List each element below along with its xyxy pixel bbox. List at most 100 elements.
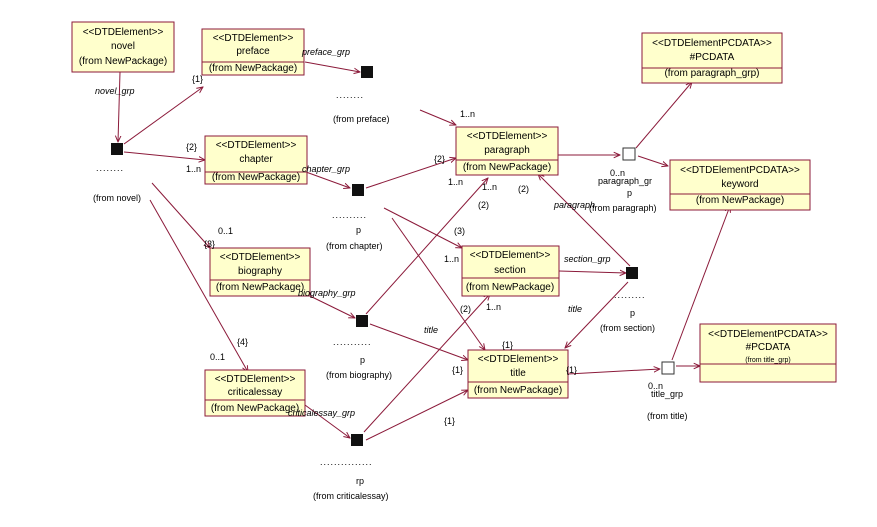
mult-novel-chapter-card: 1..n (186, 164, 201, 174)
novel-grp-from: (from novel) (93, 193, 141, 203)
role-section-paragraph: paragraph (553, 200, 595, 210)
class-pcdata-title-pkg: (from title_grp) (745, 357, 791, 364)
node-chapter-grp[interactable] (352, 184, 364, 196)
class-biography-pkg: (from NewPackage) (216, 282, 304, 293)
class-pcdata-title[interactable]: <<DTDElementPCDATA>> #PCDATA (from title… (699, 323, 837, 383)
class-novel-name: novel (111, 41, 135, 52)
chapter-grp-label: chapter_grp (302, 164, 350, 174)
class-preface-name: preface (236, 46, 270, 57)
mult-titlegrp-card: 0..n (648, 381, 663, 391)
class-keyword-pkg: (from NewPackage) (696, 195, 784, 206)
mult-chapter-paragraph: {2} (434, 154, 445, 164)
paragraph-grp-label: paragraph_gr (598, 176, 652, 186)
class-keyword-stereotype: <<DTDElementPCDATA>> (680, 165, 800, 176)
class-pcdata-title-stereotype: <<DTDElementPCDATA>> (708, 329, 828, 340)
paragraph-grp-from: (from paragraph) (589, 203, 657, 213)
node-biography-grp[interactable] (356, 315, 368, 327)
criticalessay-grp-from: (from criticalessay) (313, 491, 389, 501)
title-grp-from: (from title) (647, 411, 688, 421)
edge-paragraphgrp-to-pcdata (635, 82, 692, 149)
node-paragraph-grp[interactable] (622, 147, 636, 161)
node-title-grp[interactable] (661, 361, 675, 375)
class-preface-stereotype: <<DTDElement>> (213, 33, 294, 44)
mult-criticalessay-title: {1} (444, 416, 455, 426)
class-criticalessay[interactable]: <<DTDElement>> criticalessay (from NewPa… (204, 369, 306, 417)
class-pcdata-paragraph-pkg: (from paragraph_grp) (664, 68, 759, 79)
mult-novel-criticalessay-card: 0..1 (210, 352, 225, 362)
edge-novelgrp-to-chapter (123, 151, 205, 160)
section-grp-from: (from section) (600, 323, 655, 333)
preface-grp-from: (from preface) (333, 114, 390, 124)
class-title[interactable]: <<DTDElement>> title (from NewPackage) (467, 349, 569, 399)
edge-chaptergrp-to-title (391, 217, 485, 350)
mult-criticalessay-section: (2) (460, 304, 471, 314)
mult-preface-paragraph-card: 1..n (460, 109, 475, 119)
connectors (118, 61, 730, 441)
biography-grp-label: biography_grp (298, 288, 356, 298)
chapter-grp-p: p (356, 225, 361, 235)
criticalessay-grp-dots: ............... (320, 457, 373, 467)
class-section-stereotype: <<DTDElement>> (470, 250, 551, 261)
novel-grp-dots: ........ (96, 163, 124, 173)
edge-preface-to-prefacegrp (304, 61, 360, 72)
edge-chaptergrp-to-section (383, 207, 462, 248)
edge-biographygrp-to-paragraph (365, 178, 488, 315)
node-criticalessay-grp[interactable] (351, 434, 363, 446)
edge-novel-to-novelgrp (118, 71, 120, 142)
criticalessay-grp-label: criticalessay_grp (288, 408, 355, 418)
node-section-grp[interactable] (626, 267, 638, 279)
group-labels: novel_grp ........ (from novel) preface_… (93, 47, 688, 501)
section-grp-p: p (630, 308, 635, 318)
class-keyword[interactable]: <<DTDElementPCDATA>> keyword (from NewPa… (669, 159, 811, 211)
class-pcdata-paragraph-name: #PCDATA (690, 52, 735, 63)
class-pcdata-paragraph[interactable]: <<DTDElementPCDATA>> #PCDATA (from parag… (641, 32, 783, 84)
section-grp-label: section_grp (564, 254, 611, 264)
class-biography[interactable]: <<DTDElement>> biography (from NewPackag… (209, 247, 311, 297)
mult-paragraphgrp-card: 0..n (610, 168, 625, 178)
class-chapter[interactable]: <<DTDElement>> chapter (from NewPackage) (204, 135, 308, 185)
class-novel[interactable]: <<DTDElement>> novel (from NewPackage) (71, 21, 175, 73)
class-boxes: <<DTDElement>> novel (from NewPackage) <… (71, 21, 837, 417)
node-preface-grp[interactable] (361, 66, 373, 78)
class-chapter-stereotype: <<DTDElement>> (216, 140, 297, 151)
class-section-pkg: (from NewPackage) (466, 282, 554, 293)
class-title-pkg: (from NewPackage) (474, 385, 562, 396)
edge-paragraphgrp-to-keyword (637, 155, 668, 166)
class-novel-pkg: (from NewPackage) (79, 56, 167, 67)
class-keyword-name: keyword (721, 179, 758, 190)
class-paragraph[interactable]: <<DTDElement>> paragraph (from NewPackag… (455, 126, 559, 176)
class-criticalessay-stereotype: <<DTDElement>> (215, 374, 296, 385)
class-pcdata-paragraph-stereotype: <<DTDElementPCDATA>> (652, 38, 772, 49)
class-section-name: section (494, 265, 526, 276)
class-title-name: title (510, 368, 526, 379)
mult-chapter-section: (3) (454, 226, 465, 236)
class-preface-pkg: (from NewPackage) (209, 63, 297, 74)
class-title-stereotype: <<DTDElement>> (478, 354, 559, 365)
class-pcdata-title-name: #PCDATA (746, 342, 791, 353)
biography-grp-p: p (360, 355, 365, 365)
edge-section-to-sectiongrp (558, 271, 626, 273)
preface-grp-dots: ........ (336, 90, 364, 100)
class-preface[interactable]: <<DTDElement>> preface (from NewPackage) (201, 28, 305, 76)
chapter-grp-from: (from chapter) (326, 241, 383, 251)
mult-biography-paragraph: (2) (478, 200, 489, 210)
class-paragraph-pkg: (from NewPackage) (463, 162, 551, 173)
edge-criticalessay-to-criticalgrp (304, 404, 350, 438)
mult-chapter-section-card: 1..n (444, 254, 459, 264)
class-biography-name: biography (238, 266, 282, 277)
paragraph-grp-label2: p (627, 188, 632, 198)
criticalessay-grp-p: rp (356, 476, 364, 486)
role-biography-title: title (424, 325, 438, 335)
class-section[interactable]: <<DTDElement>> section (from NewPackage) (461, 245, 560, 297)
mult-novel-biography: {3} (204, 239, 215, 249)
mult-criticalessay-section-card: 1..n (486, 302, 501, 312)
preface-grp-label: preface_grp (301, 47, 350, 57)
edge-preface-to-paragraph (419, 109, 456, 125)
mult-novel-preface: {1} (192, 74, 203, 84)
node-novel-grp[interactable] (111, 143, 123, 155)
chapter-grp-dots: .......... (332, 210, 367, 220)
class-paragraph-stereotype: <<DTDElement>> (467, 131, 548, 142)
novel-grp-label: novel_grp (95, 86, 135, 96)
role-section-title: title (568, 304, 582, 314)
